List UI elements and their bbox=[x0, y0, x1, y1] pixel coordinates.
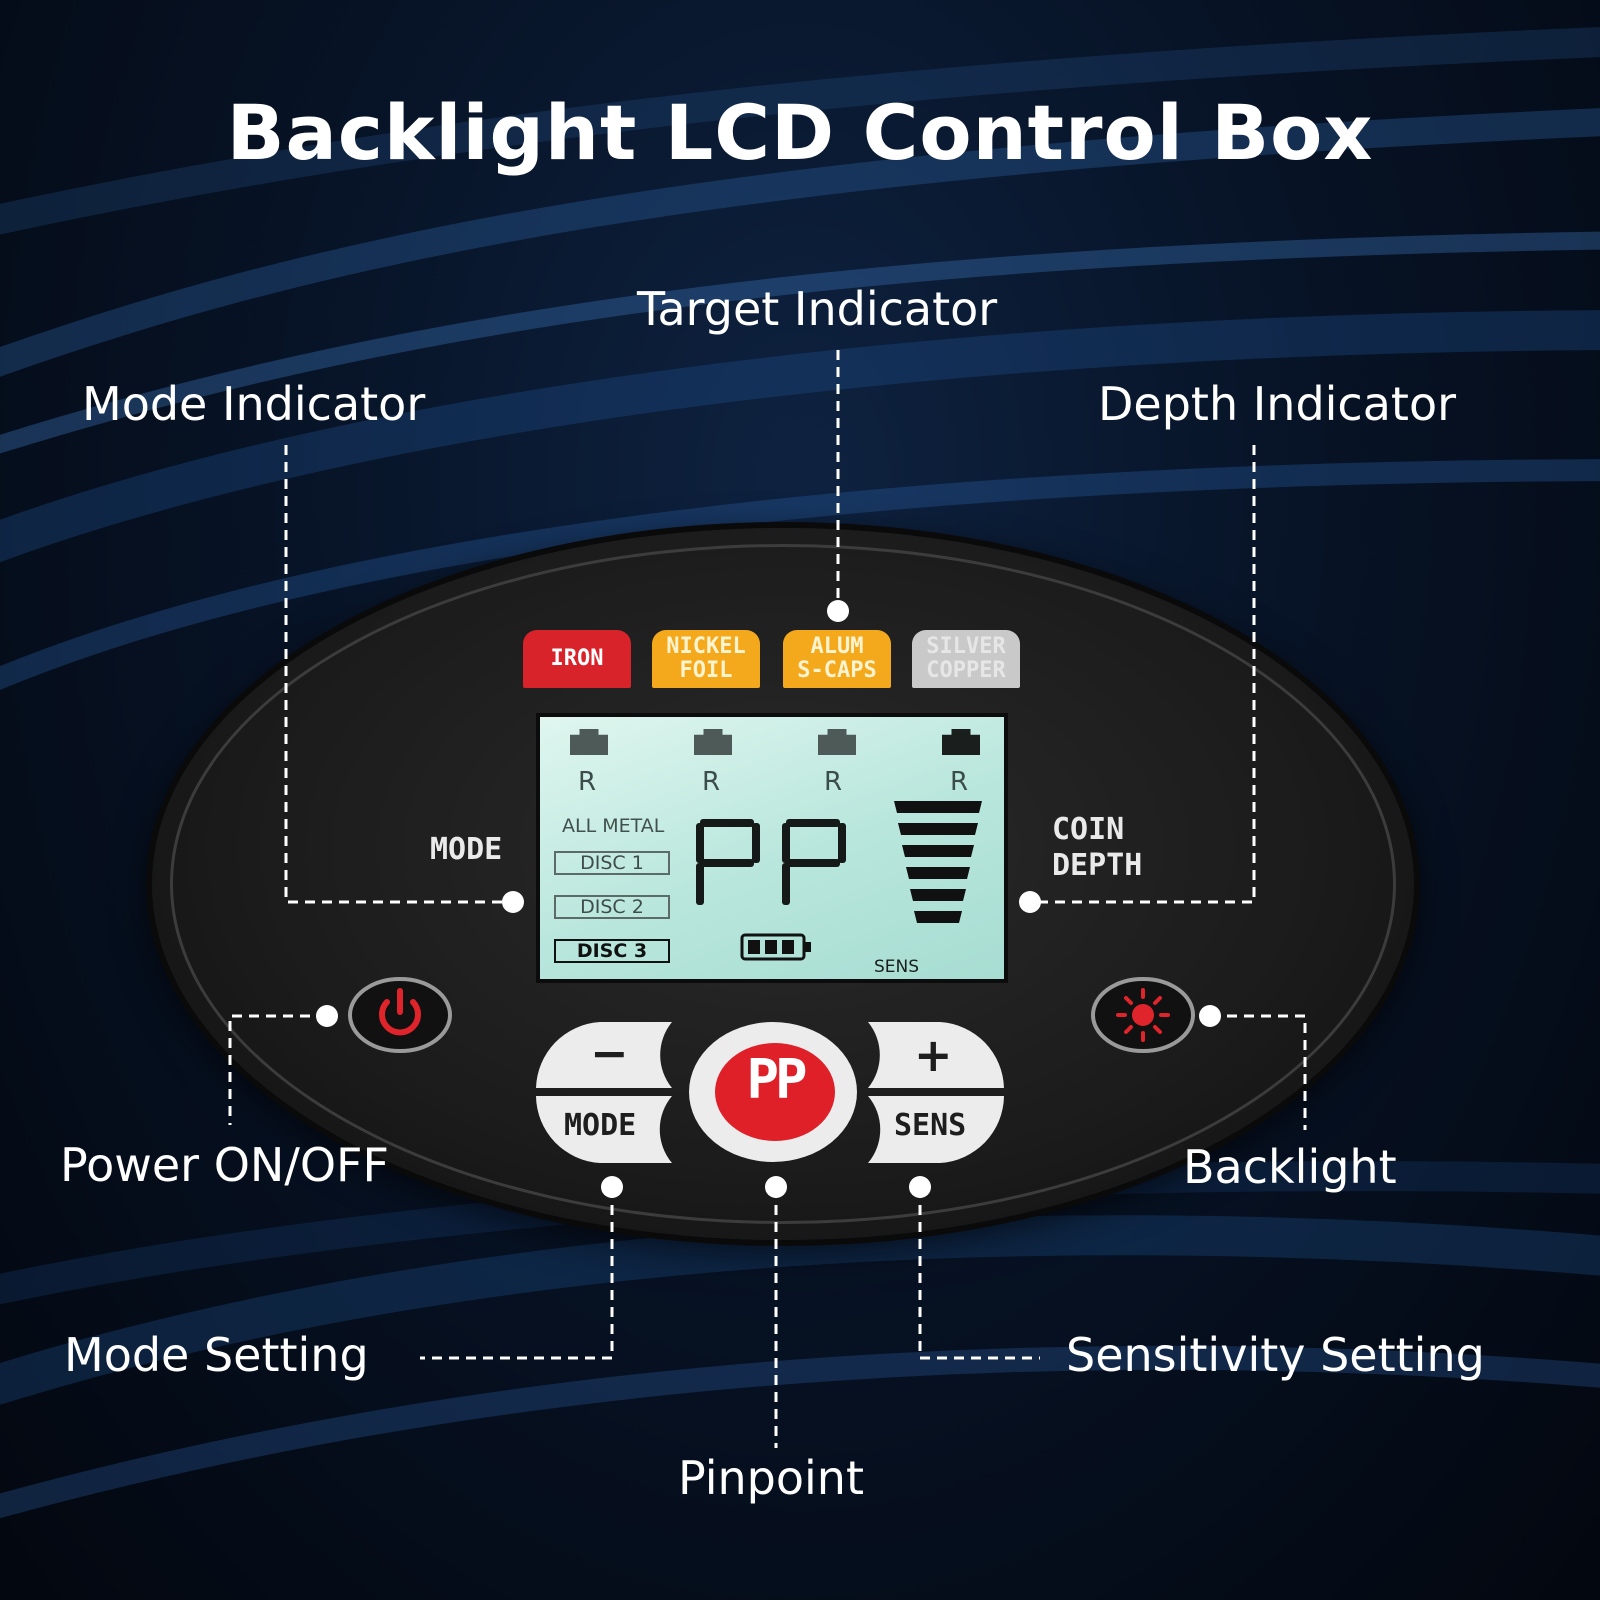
target-marker-1 bbox=[570, 729, 608, 755]
pinpoint-button[interactable]: PP bbox=[746, 1048, 807, 1111]
callout-backlight: Backlight bbox=[1183, 1140, 1397, 1194]
mode-disc-2: DISC 2 bbox=[554, 895, 670, 919]
target-tab-nickel-line2: FOIL bbox=[679, 658, 733, 683]
battery-bar bbox=[765, 940, 777, 954]
target-tab-alum-line2: S-CAPS bbox=[797, 658, 877, 683]
battery-bar bbox=[782, 940, 794, 954]
target-tab-silver-line1: SILVER bbox=[926, 634, 1006, 659]
device-coin-depth-label: COIN DEPTH bbox=[1052, 812, 1142, 884]
sun-icon bbox=[1116, 988, 1170, 1042]
target-tab-silver-line2: COPPER bbox=[926, 658, 1006, 683]
power-button[interactable] bbox=[348, 977, 452, 1053]
callout-mode-indicator: Mode Indicator bbox=[82, 377, 426, 431]
lcd-sens-label: SENS bbox=[874, 957, 920, 977]
callout-power: Power ON/OFF bbox=[60, 1138, 389, 1192]
segment-char-p2 bbox=[782, 819, 846, 905]
mode-disc-1: DISC 1 bbox=[554, 851, 670, 875]
target-tab-silver-copper: SILVER COPPER bbox=[912, 630, 1020, 688]
target-tab-alum-line1: ALUM bbox=[810, 634, 864, 659]
depth-bar bbox=[902, 845, 974, 857]
reject-marker-3: R bbox=[824, 767, 843, 797]
target-tab-nickel-line1: NICKEL bbox=[666, 634, 746, 659]
callout-sensitivity-setting: Sensitivity Setting bbox=[1066, 1328, 1485, 1382]
target-tab-iron-label: IRON bbox=[550, 646, 604, 671]
sens-plus-button[interactable]: + bbox=[914, 1028, 953, 1082]
target-marker-3 bbox=[818, 729, 856, 755]
mode-all-metal: ALL METAL bbox=[562, 815, 665, 837]
target-tab-alum-scaps: ALUM S-CAPS bbox=[783, 630, 891, 688]
mode-button[interactable]: MODE bbox=[564, 1108, 637, 1143]
backlight-button[interactable] bbox=[1091, 977, 1195, 1053]
mode-minus-button[interactable]: − bbox=[590, 1026, 629, 1080]
lcd-main-readout bbox=[696, 819, 846, 905]
lcd-screen: R R R R ALL METAL DISC 1 DISC 2 DISC 3 bbox=[536, 713, 1008, 983]
battery-bar bbox=[748, 940, 760, 954]
page-title: Backlight LCD Control Box bbox=[226, 88, 1374, 177]
depth-bar bbox=[914, 911, 962, 923]
device-mode-label: MODE bbox=[430, 832, 503, 867]
callout-pinpoint: Pinpoint bbox=[678, 1451, 864, 1505]
callout-mode-setting: Mode Setting bbox=[64, 1328, 369, 1382]
depth-bar-graph bbox=[894, 801, 982, 923]
coin-label-line2: DEPTH bbox=[1052, 848, 1143, 883]
target-tab-nickel-foil: NICKEL FOIL bbox=[652, 630, 760, 688]
depth-bar bbox=[910, 889, 966, 901]
target-tab-iron: IRON bbox=[523, 630, 631, 688]
battery-icon bbox=[740, 933, 811, 961]
coin-label-line1: COIN bbox=[1052, 812, 1125, 847]
mode-disc-3: DISC 3 bbox=[554, 939, 670, 963]
power-icon bbox=[379, 988, 421, 1036]
target-marker-2 bbox=[694, 729, 732, 755]
segment-char-p1 bbox=[696, 819, 760, 905]
control-box-rim bbox=[170, 544, 1396, 1224]
reject-marker-4: R bbox=[950, 767, 969, 797]
reject-marker-1: R bbox=[578, 767, 597, 797]
callout-depth-indicator: Depth Indicator bbox=[1098, 377, 1457, 431]
depth-bar bbox=[894, 801, 982, 813]
reject-marker-2: R bbox=[702, 767, 721, 797]
target-marker-4 bbox=[942, 729, 980, 755]
sens-button[interactable]: SENS bbox=[894, 1108, 967, 1143]
depth-bar bbox=[906, 867, 970, 879]
depth-bar bbox=[898, 823, 978, 835]
callout-target-indicator: Target Indicator bbox=[637, 282, 998, 336]
